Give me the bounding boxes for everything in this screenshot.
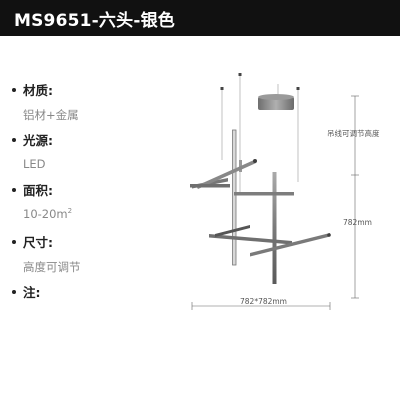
spec-light-source: 光源: LED [12, 130, 53, 171]
spec-size: 尺寸: 高度可调节 [12, 232, 81, 275]
height-dimension-line [351, 95, 359, 299]
superscript: 2 [67, 207, 73, 216]
spec-label: 光源: [23, 133, 53, 148]
title-bar: MS9651-六头-银色 [0, 0, 400, 36]
height-adjustable-note: 吊线可调节高度 [327, 129, 380, 138]
bullet-dot-icon [12, 289, 16, 294]
spec-value: 铝材+金属 [23, 108, 79, 122]
bullet-dot-icon [12, 187, 16, 192]
spec-label: 尺寸: [23, 235, 53, 250]
spec-label: 面积: [23, 183, 53, 198]
spec-note: 注: [12, 282, 41, 309]
spec-material: 材质: 铝材+金属 [12, 80, 79, 123]
horizontal-light-bars [190, 160, 330, 257]
spec-label: 注: [23, 285, 41, 300]
height-dimension-label: 782mm [343, 218, 372, 227]
width-dimension-line [191, 302, 331, 310]
ceiling-canopy [258, 94, 294, 110]
vertical-light-bars [232, 129, 277, 284]
spec-value: 10-20m2 [23, 207, 73, 221]
product-title: MS9651-六头-银色 [14, 11, 175, 31]
bullet-dot-icon [12, 87, 16, 92]
bullet-dot-icon [12, 239, 16, 244]
product-diagram: 吊线可调节高度 782mm 782*782mm [180, 60, 400, 390]
bullet-dot-icon [12, 137, 16, 142]
width-dimension-label: 782*782mm [240, 297, 287, 306]
spec-value: 高度可调节 [23, 260, 81, 274]
spec-value: LED [23, 157, 46, 171]
bar-end-caps [253, 159, 331, 237]
chandelier-illustration [190, 73, 359, 310]
spec-area: 面积: 10-20m2 [12, 180, 72, 221]
suspension-wires [221, 74, 299, 192]
wire-caps [220, 73, 300, 90]
spec-label: 材质: [23, 83, 53, 98]
